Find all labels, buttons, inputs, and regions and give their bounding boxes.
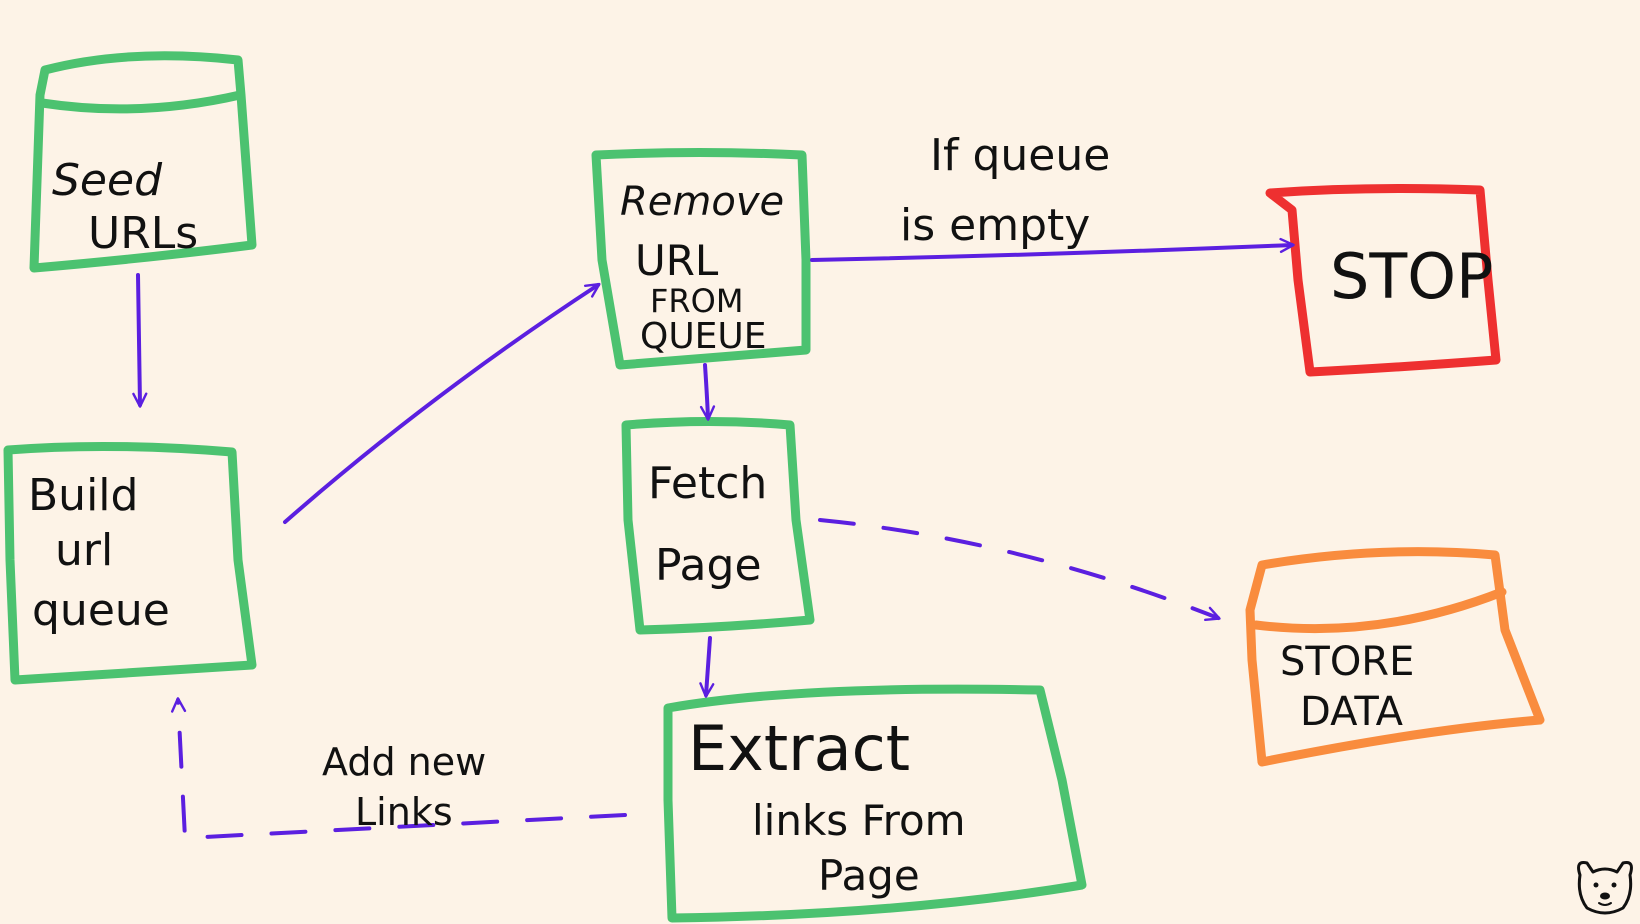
seed-urls-label-line2: URLs xyxy=(88,208,198,259)
node-build-url-queue: Build url queue xyxy=(3,441,257,685)
extract-links-label-line2: links From xyxy=(752,796,966,845)
fetch-page-label-line2: Page xyxy=(655,540,762,591)
seed-urls-cylinder-lid xyxy=(37,90,245,114)
seed-urls-label-line1: Seed xyxy=(52,155,163,206)
store-data-label-line1: STORE xyxy=(1280,639,1414,685)
node-remove-url: Remove URL FROM QUEUE xyxy=(591,148,811,370)
add-links-label-line1: Add new xyxy=(322,740,486,784)
build-url-queue-label-line3: queue xyxy=(32,585,170,636)
stop-label: STOP xyxy=(1330,240,1493,313)
node-fetch-page: Fetch Page xyxy=(621,417,815,635)
remove-url-label-line1: Remove xyxy=(620,179,784,225)
add-links-label-line2: Links xyxy=(355,790,453,834)
queue-empty-label-line1: If queue xyxy=(930,130,1110,181)
edge-build-to-remove xyxy=(283,282,601,524)
edge-remove-to-stop xyxy=(810,237,1295,262)
node-seed-urls: Seed URLs xyxy=(29,51,257,273)
fetch-page-label-line1: Fetch xyxy=(648,458,767,509)
build-url-queue-label-line1: Build xyxy=(28,470,138,521)
node-stop: STOP xyxy=(1265,184,1501,377)
edge-extract-to-build xyxy=(170,697,627,840)
extract-links-label-line1: Extract xyxy=(688,712,910,785)
store-data-cylinder-lid xyxy=(1251,587,1507,634)
edge-label-queue-empty: If queue is empty xyxy=(900,130,1110,251)
edge-fetch-to-extract xyxy=(699,636,715,698)
remove-url-label-line4: QUEUE xyxy=(640,316,767,357)
remove-url-label-line3: FROM xyxy=(650,282,743,320)
stop-box xyxy=(1265,184,1501,377)
edge-seed-to-build xyxy=(132,273,148,408)
fetch-page-box xyxy=(621,417,815,635)
extract-links-label-line3: Page xyxy=(818,851,920,900)
extract-links-box xyxy=(663,684,1087,923)
store-data-label-line2: DATA xyxy=(1300,689,1404,735)
edge-fetch-to-store xyxy=(818,518,1221,622)
remove-url-box xyxy=(591,148,811,370)
store-data-cylinder-shape xyxy=(1245,547,1545,767)
node-store-data: STORE DATA xyxy=(1245,547,1545,767)
edge-label-add-links: Add new Links xyxy=(322,740,486,834)
build-url-queue-label-line2: url xyxy=(55,525,113,576)
remove-url-label-line2: URL xyxy=(635,236,719,285)
edge-remove-to-fetch xyxy=(699,363,716,421)
build-url-queue-box xyxy=(3,441,257,685)
queue-empty-label-line2: is empty xyxy=(900,200,1090,251)
dog-face-icon xyxy=(1577,861,1633,915)
seed-urls-cylinder-shape xyxy=(29,51,257,273)
node-extract-links: Extract links From Page xyxy=(663,684,1087,923)
